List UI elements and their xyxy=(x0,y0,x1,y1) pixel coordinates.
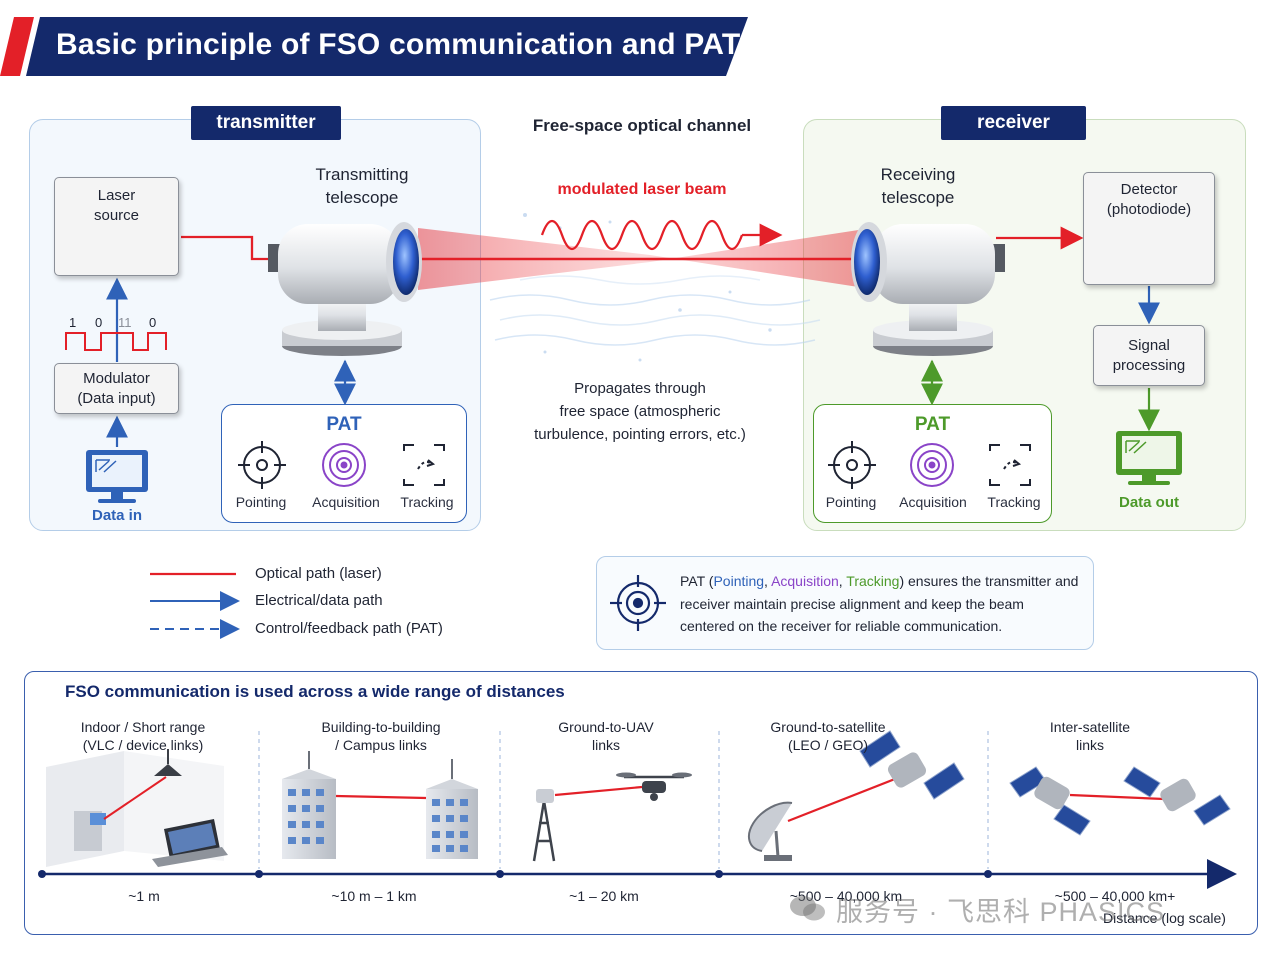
pointing-crosshair-icon xyxy=(828,441,876,489)
receiving-telescope-label: Receiving telescope xyxy=(880,165,956,207)
channel-description: Propagates through free space (atmospher… xyxy=(534,380,746,443)
pat-note-rest: ) ensures the transmitter and receiver m… xyxy=(680,573,1079,634)
pat-note-text: PAT (Pointing, Acquisition, Tracking) en… xyxy=(680,570,1080,638)
transmitting-telescope-icon xyxy=(268,222,422,356)
uav-tower-illustration xyxy=(532,772,692,862)
rx-pat-icons xyxy=(828,441,1031,489)
rx-pat-acquisition: Acquisition xyxy=(899,494,967,510)
turbulence-pattern xyxy=(489,213,821,362)
pat-note-sep1: , xyxy=(764,573,772,589)
tracking-frame-icon xyxy=(989,444,1031,486)
distance-satellite: ~500 – 40,000 km xyxy=(789,888,903,904)
detector-box: Detector (photodiode) xyxy=(1083,172,1215,285)
scenario-building-title: Building-to-building / Campus links xyxy=(321,719,441,753)
modulator-box: Modulator (Data input) xyxy=(54,363,179,414)
scenario-intersatellite-title: Inter-satellite links xyxy=(1049,719,1131,753)
legend-electrical-label: Electrical/data path xyxy=(255,592,383,609)
legend-optical-label: Optical path (laser) xyxy=(255,565,382,582)
optical-path-tx xyxy=(181,235,280,261)
laser-source-box: Laser source xyxy=(54,177,179,276)
indoor-room-illustration xyxy=(46,749,228,867)
buildings-illustration xyxy=(282,751,478,859)
pat-note-sep2: , xyxy=(838,573,847,589)
distance-indoor: ~1 m xyxy=(128,888,160,904)
legend-control-label: Control/feedback path (PAT) xyxy=(255,620,443,637)
bit-label-4: 0 xyxy=(149,315,157,330)
distance-intersatellite: ~500 – 40,000 km+ xyxy=(1054,888,1176,904)
tracking-frame-icon xyxy=(403,444,445,486)
pat-note-pointing: Pointing xyxy=(713,573,765,589)
pat-note-acquisition: Acquisition xyxy=(771,573,839,589)
data-out-label: Data out xyxy=(1119,494,1179,511)
page-title: Basic principle of FSO communication and… xyxy=(56,28,741,61)
bit-waveform xyxy=(65,332,167,351)
distance-uav: ~1 – 20 km xyxy=(569,888,639,904)
pat-note-box: PAT (Pointing, Acquisition, Tracking) en… xyxy=(596,556,1094,650)
watermark: 服务号 · 飞思科 PHASICS xyxy=(836,897,1166,927)
data-out-monitor-icon xyxy=(1116,431,1182,485)
fso-diagram xyxy=(65,213,1182,639)
modulated-wave xyxy=(540,219,744,251)
scenario-indoor-title: Indoor / Short range (VLC / device links… xyxy=(80,719,206,753)
tx-pat-title: PAT xyxy=(326,414,362,435)
tx-pat-box: PAT Pointing Acquisition Tracking xyxy=(221,404,467,523)
channel-title: Free-space optical channel xyxy=(532,116,752,135)
transmitting-telescope-label: Transmitting telescope xyxy=(315,165,409,207)
beam-label: modulated laser beam xyxy=(557,181,727,198)
axis-ticks xyxy=(38,870,992,878)
transmitter-tag: transmitter xyxy=(191,106,341,140)
tx-pat-icons xyxy=(238,441,445,489)
scenario-dividers xyxy=(258,731,989,869)
distance-building: ~10 m – 1 km xyxy=(331,888,417,904)
pointing-crosshair-icon xyxy=(238,441,286,489)
receiver-tag: receiver xyxy=(941,106,1086,140)
signal-processing-box: Signal processing xyxy=(1093,325,1205,386)
data-in-label: Data in xyxy=(91,507,142,524)
scenario-uav-title: Ground-to-UAV links xyxy=(558,719,654,753)
inter-satellite-illustration xyxy=(1009,766,1231,836)
rx-pat-tracking: Tracking xyxy=(987,494,1041,510)
rx-pat-pointing: Pointing xyxy=(825,494,877,510)
distance-axis-label: Distance (log scale) xyxy=(1103,910,1226,926)
rx-pat-title: PAT xyxy=(914,414,951,435)
title-banner xyxy=(26,17,748,76)
acquisition-target-icon xyxy=(322,443,366,487)
distance-heading: FSO communication is used across a wide … xyxy=(65,682,565,701)
ground-satellite-illustration xyxy=(747,730,965,861)
bit-label-3: 11 xyxy=(118,315,132,330)
tx-pat-acquisition: Acquisition xyxy=(312,494,380,510)
receiving-telescope-icon xyxy=(851,222,1005,356)
tx-pat-pointing: Pointing xyxy=(235,494,287,510)
data-in-monitor-icon xyxy=(86,450,148,503)
bit-label-2: 0 xyxy=(95,315,103,330)
scenario-satellite-title: Ground-to-satellite (LEO / GEO) xyxy=(770,719,886,753)
crosshair-icon xyxy=(610,575,666,631)
wechat-icon xyxy=(790,896,825,921)
pat-note-tracking: Tracking xyxy=(846,573,900,589)
acquisition-target-icon xyxy=(910,443,954,487)
pat-note-lead: PAT ( xyxy=(680,573,714,589)
bit-label-1: 1 xyxy=(69,315,77,330)
rx-pat-box: PAT Pointing Acquisition Tracking xyxy=(813,404,1052,523)
distance-scenarios-graphic xyxy=(38,730,1237,889)
tx-pat-tracking: Tracking xyxy=(400,494,454,510)
